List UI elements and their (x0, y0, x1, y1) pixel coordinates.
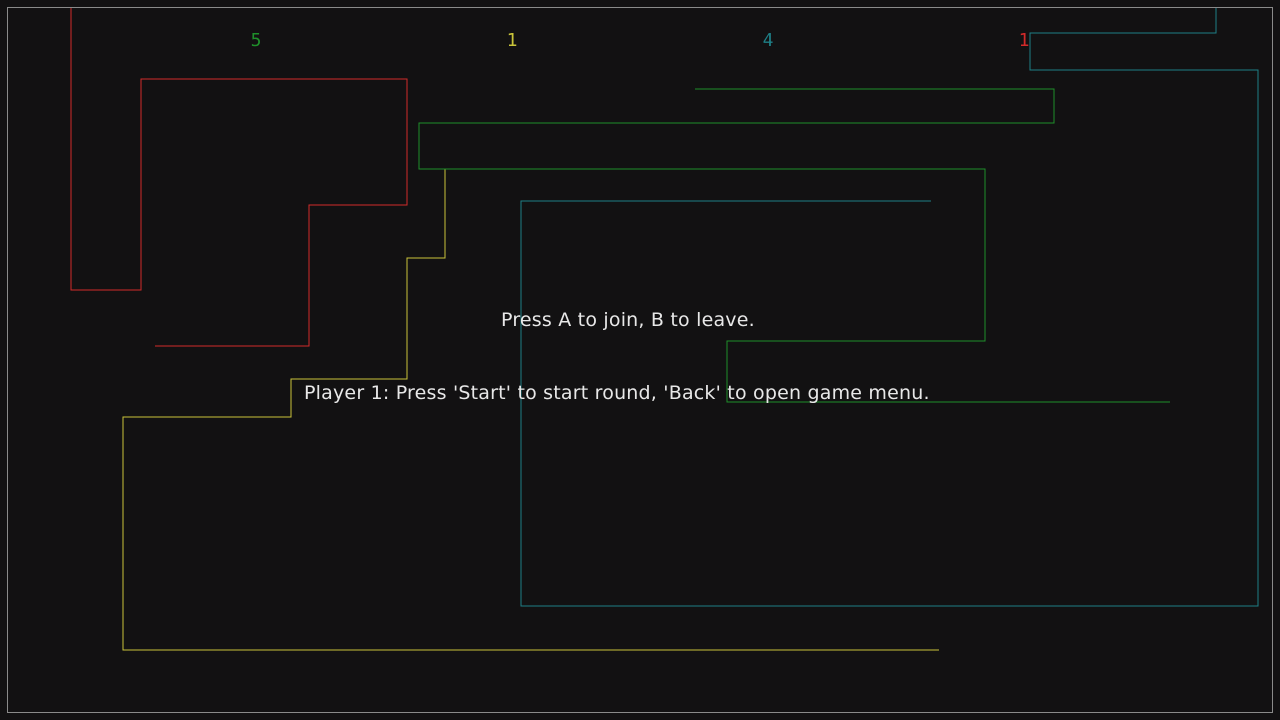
red-player-trail (70, 8, 408, 347)
teal-player-trail (520, 8, 1259, 607)
green-player-trail (418, 88, 1170, 403)
green-player-score: 5 (250, 30, 262, 51)
yellow-player-score: 1 (506, 30, 518, 51)
arena-border (7, 7, 1273, 713)
join-instruction: Press A to join, B to leave. (501, 309, 755, 331)
start-instruction: Player 1: Press 'Start' to start round, … (304, 382, 930, 404)
red-player-score: 1 (1018, 30, 1030, 51)
yellow-player-trail (122, 169, 939, 651)
teal-player-score: 4 (762, 30, 774, 51)
